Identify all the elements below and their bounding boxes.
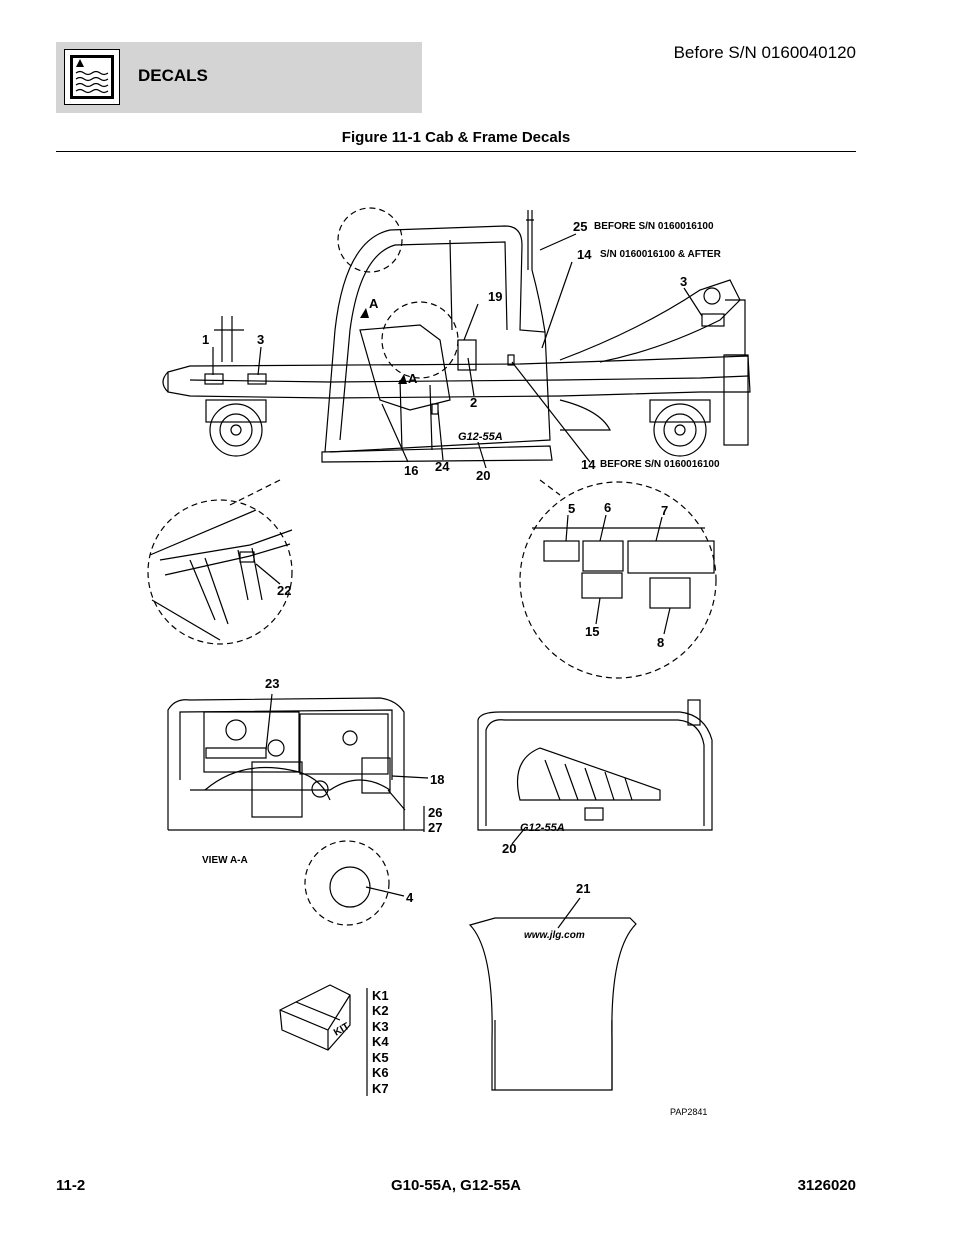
figure-title: Figure 11-1 Cab & Frame Decals xyxy=(341,129,571,146)
callout-3: 3 xyxy=(257,332,264,347)
callout-16: 16 xyxy=(404,463,418,478)
callout-8: 8 xyxy=(657,635,664,650)
callout-1: 1 xyxy=(202,332,209,347)
callout-20: 20 xyxy=(476,468,490,483)
callout-24: 24 xyxy=(435,459,450,474)
model-decal-text-panel: G12-55A xyxy=(520,822,565,834)
section-marker-a-lower: A xyxy=(408,371,418,386)
section-title: DECALS xyxy=(138,66,208,85)
footer-models: G10-55A, G12-55A xyxy=(390,1177,522,1194)
note-25: BEFORE S/N 0160016100 xyxy=(594,221,714,232)
view-label: VIEW A-A xyxy=(202,855,248,866)
callout-7: 7 xyxy=(661,503,668,518)
kit-item: K4 xyxy=(372,1034,389,1049)
note-14-before: BEFORE S/N 0160016100 xyxy=(600,459,720,470)
callout-6: 6 xyxy=(604,500,611,515)
callout-5: 5 xyxy=(568,501,575,516)
kit-item: K6 xyxy=(372,1065,389,1080)
web-decal-text: www.jlg.com xyxy=(524,930,585,941)
model-decal-text: G12-55A xyxy=(458,431,503,443)
callout-14-before: 14 xyxy=(581,457,596,472)
callout-22: 22 xyxy=(277,583,291,598)
section-header: DECALS xyxy=(56,42,422,113)
callout-27: 27 xyxy=(428,820,442,835)
serial-note: Before S/N 0160040120 xyxy=(673,43,856,62)
callout-4: 4 xyxy=(406,890,414,905)
callout-2: 2 xyxy=(470,395,477,410)
section-marker-a-upper: A xyxy=(369,296,379,311)
callout-18: 18 xyxy=(430,772,444,787)
doc-number: 3126020 xyxy=(797,1177,856,1194)
decals-manual-icon xyxy=(64,49,120,105)
callout-25: 25 xyxy=(573,219,587,234)
page-number: 11-2 xyxy=(56,1177,86,1194)
note-14-after: S/N 0160016100 & AFTER xyxy=(600,249,722,260)
callout-3-boom: 3 xyxy=(680,274,687,289)
kit-item: K5 xyxy=(372,1050,389,1065)
callout-21: 21 xyxy=(576,881,590,896)
kit-item: K3 xyxy=(372,1019,389,1034)
callout-26: 26 xyxy=(428,805,442,820)
kit-item: K7 xyxy=(372,1081,389,1096)
callout-23: 23 xyxy=(265,676,279,691)
callout-15: 15 xyxy=(585,624,599,639)
drawing-id: PAP2841 xyxy=(670,1107,707,1117)
kit-item: K2 xyxy=(372,1003,389,1018)
kit-box-label: KIT xyxy=(332,1021,351,1039)
kit-item-list: K1 K2 K3 K4 K5 K6 K7 xyxy=(372,988,389,1096)
callout-14-after: 14 xyxy=(577,247,592,262)
kit-item: K1 xyxy=(372,988,389,1003)
callout-20-panel: 20 xyxy=(502,841,516,856)
callout-19: 19 xyxy=(488,289,502,304)
header-rule xyxy=(56,151,856,152)
